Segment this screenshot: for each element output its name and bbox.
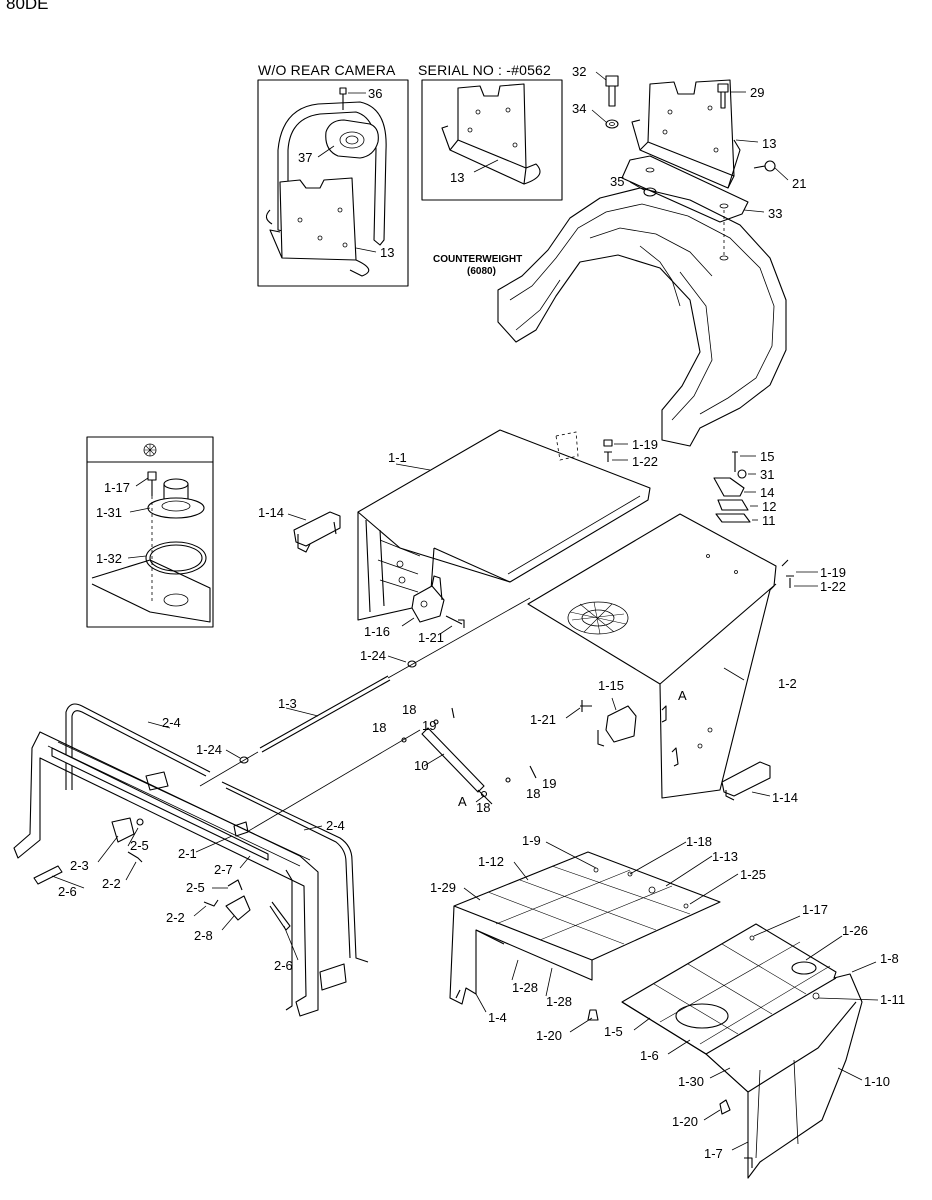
callout-1-28-left: 1-28: [512, 980, 538, 995]
callout-1-10: 1-10: [864, 1074, 890, 1089]
inset-rear-camera: W/O REAR CAMERA 36 37 13: [257, 62, 409, 287]
callout-1-30: 1-30: [678, 1074, 704, 1089]
callout-14: 14: [760, 485, 774, 500]
callout-13: 13: [380, 245, 394, 260]
callout-1-14-upper: 1-14: [258, 505, 284, 520]
inset-serial-header: SERIAL NO : -#0562: [418, 62, 551, 78]
counterweight: COUNTERWEIGHT (6080): [433, 187, 787, 447]
callout-13-top: 13: [762, 136, 776, 151]
callout-1-11: 1-11: [880, 992, 905, 1007]
callout-2-5-upper: 2-5: [130, 838, 149, 853]
callout-2-3: 2-3: [70, 858, 89, 873]
bracket-13-assembly: 32 34 29 13 21 35 33: [572, 64, 806, 261]
callout-1-14-lower: 1-14: [772, 790, 798, 805]
callout-10: 10: [414, 758, 428, 773]
callout-A-left: A: [458, 794, 467, 809]
callout-37: 37: [298, 150, 312, 165]
callout-2-4-upper: 2-4: [162, 715, 181, 730]
callout-1-26: 1-26: [842, 923, 868, 938]
callout-1-16: 1-16: [364, 624, 390, 639]
callout-13-serial: 13: [450, 170, 464, 185]
frame-2-1: 2-4 2-4 2-5 2-1 2-3 2-2 2-6 2-7 2-5 2-2 …: [13, 703, 369, 1017]
callout-21: 21: [792, 176, 806, 191]
hinge-rod-1-3: 1-3 1-24 1-24: [196, 597, 531, 787]
callout-31: 31: [760, 467, 774, 482]
inset-rear-camera-header: W/O REAR CAMERA: [258, 62, 396, 78]
callout-15: 15: [760, 449, 774, 464]
callout-19-lower: 19: [542, 776, 556, 791]
inset-serial: SERIAL NO : -#0562 13: [418, 62, 563, 201]
counterweight-model: (6080): [467, 266, 496, 277]
callout-1-1: 1-1: [388, 450, 407, 465]
callout-1-18: 1-18: [686, 834, 712, 849]
callout-32: 32: [572, 64, 586, 79]
gas-spring-10: 10 19 18 18 19 A 18 18: [239, 702, 556, 837]
callout-1-31: 1-31: [96, 505, 122, 520]
callout-19-upper: 19: [422, 718, 436, 733]
callout-1-7: 1-7: [704, 1146, 723, 1161]
callout-1-25: 1-25: [740, 867, 766, 882]
callout-1-28-right: 1-28: [546, 994, 572, 1009]
cover-1-2: 1-2 1-15 A 1-21: [527, 513, 797, 799]
callout-2-6-left: 2-6: [58, 884, 77, 899]
callout-34: 34: [572, 101, 586, 116]
callout-1-24-upper: 1-24: [360, 648, 386, 663]
callout-1-20-upper: 1-20: [536, 1028, 562, 1043]
callout-2-5-lower: 2-5: [186, 880, 205, 895]
callout-29: 29: [750, 85, 764, 100]
callout-2-2-upper: 2-2: [102, 876, 121, 891]
callout-18-right: 18: [526, 786, 540, 801]
handle-1-14-upper: 1-14: [258, 505, 341, 553]
callout-A-right: A: [678, 688, 687, 703]
callout-18-left: 18: [372, 720, 386, 735]
latch-hardware-right: 15 31 14 12 11 1-19 1-22: [713, 449, 846, 594]
callout-1-22-top: 1-22: [632, 454, 658, 469]
callout-1-6: 1-6: [640, 1048, 659, 1063]
callout-1-15: 1-15: [598, 678, 624, 693]
callout-2-8: 2-8: [194, 928, 213, 943]
callout-36: 36: [368, 86, 382, 101]
callout-1-24-lower: 1-24: [196, 742, 222, 757]
callout-1-17-inset: 1-17: [104, 480, 130, 495]
callout-1-21-upper: 1-21: [418, 630, 444, 645]
callout-1-8: 1-8: [880, 951, 899, 966]
callout-1-19-right: 1-19: [820, 565, 846, 580]
callout-1-21-lower: 1-21: [530, 712, 556, 727]
callout-1-4: 1-4: [488, 1010, 507, 1025]
callout-18-upper: 18: [402, 702, 416, 717]
callout-33: 33: [768, 206, 782, 221]
callout-1-32: 1-32: [96, 551, 122, 566]
cover-1-1: 1-1 1-19 1-22 1-16 1-21: [357, 429, 658, 645]
model-code: 80DE: [6, 0, 49, 13]
callout-2-1: 2-1: [178, 846, 197, 861]
callout-1-29: 1-29: [430, 880, 456, 895]
callout-2-6-right: 2-6: [274, 958, 293, 973]
callout-2-4-right: 2-4: [326, 818, 345, 833]
floor-panel-right: 1-17 1-26 1-8 1-11 1-5 1-6 1-30 1-10 1-2…: [604, 902, 905, 1179]
callout-1-19-top: 1-19: [632, 437, 658, 452]
counterweight-label: COUNTERWEIGHT: [433, 254, 522, 265]
callout-1-5: 1-5: [604, 1024, 623, 1039]
callout-1-20-lower: 1-20: [672, 1114, 698, 1129]
callout-2-2-lower: 2-2: [166, 910, 185, 925]
callout-35: 35: [610, 174, 624, 189]
inset-cap-detail: 1-17 1-31 1-32: [86, 436, 214, 628]
callout-18-bottom: 18: [476, 800, 490, 815]
callout-1-13: 1-13: [712, 849, 738, 864]
callout-1-2: 1-2: [778, 676, 797, 691]
handle-1-14-lower: 1-14: [721, 761, 798, 805]
callout-1-22-right: 1-22: [820, 579, 846, 594]
callout-12: 12: [762, 499, 776, 514]
callout-1-17: 1-17: [802, 902, 828, 917]
callout-1-9: 1-9: [522, 833, 541, 848]
callout-11: 11: [762, 513, 776, 528]
callout-1-3: 1-3: [278, 696, 297, 711]
callout-1-12: 1-12: [478, 854, 504, 869]
floor-panel-left: 1-9 1-18 1-12 1-13 1-25 1-29 1-28 1-28 1…: [430, 833, 766, 1043]
callout-2-7: 2-7: [214, 862, 233, 877]
